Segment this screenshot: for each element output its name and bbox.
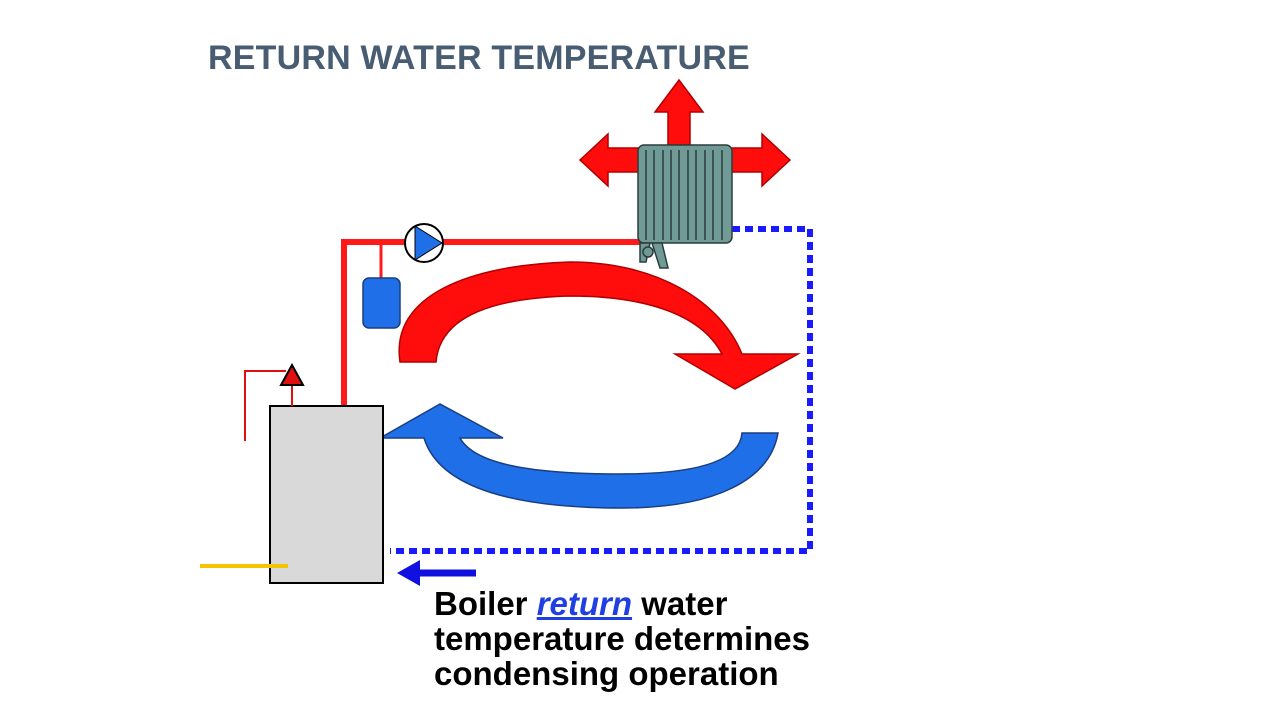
caption-line-1: Boiler return water [434, 586, 810, 621]
pump-icon [404, 223, 444, 263]
supply-pipe [341, 239, 640, 406]
flue-arrow-icon [244, 362, 305, 441]
caption-text: water [632, 585, 728, 622]
hot-flow-arrow [398, 261, 801, 390]
page-title: RETURN WATER TEMPERATURE [208, 39, 750, 77]
return-pipe [390, 226, 813, 554]
expansion-tank-icon [362, 277, 401, 329]
heat-output-arrows [578, 78, 792, 188]
return-direction-arrow [397, 560, 476, 586]
cold-flow-arrow [377, 403, 779, 509]
caption-line-3: condensing operation [434, 655, 779, 692]
caption-text: Boiler [434, 585, 537, 622]
caption: Boiler return water temperature determin… [434, 586, 810, 691]
return-link[interactable]: return [536, 585, 633, 622]
boiler-icon [269, 405, 384, 584]
caption-line-2: temperature determines [434, 620, 810, 657]
radiator-icon [637, 144, 733, 269]
